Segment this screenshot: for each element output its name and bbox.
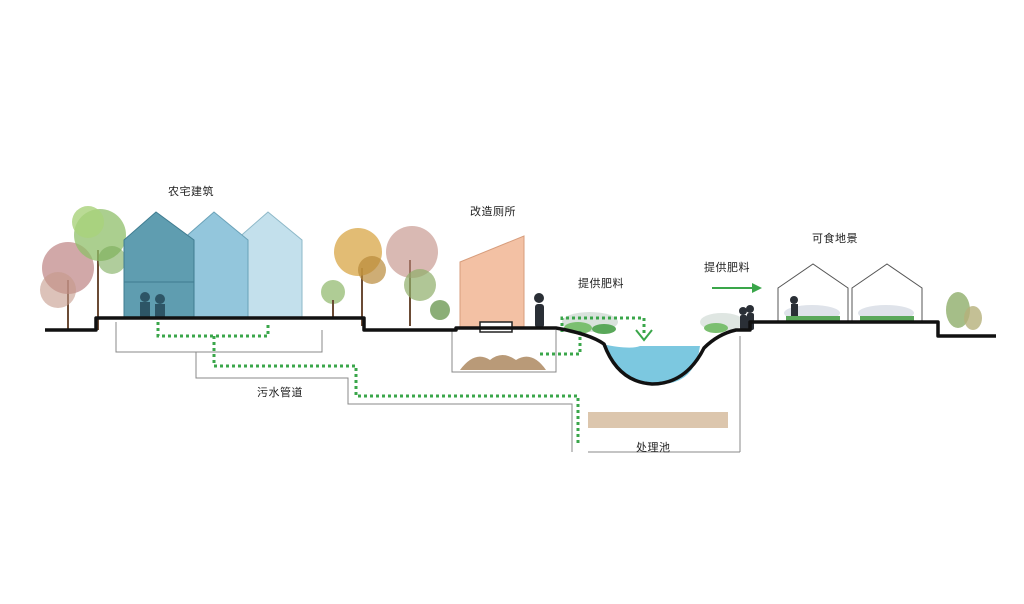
house-dark bbox=[123, 211, 195, 319]
label-treatment-pool: 处理池 bbox=[636, 441, 671, 454]
label-fertilizer-supply-1: 提供肥料 bbox=[578, 277, 624, 290]
tree-right bbox=[946, 292, 982, 330]
label-sewage-pipe: 污水管道 bbox=[257, 386, 303, 399]
tree-group-left bbox=[40, 206, 126, 330]
pond-plants-right bbox=[700, 305, 754, 333]
underground-outlines bbox=[115, 322, 741, 453]
label-renovated-toilet: 改造厕所 bbox=[470, 205, 516, 218]
greenhouse-left bbox=[777, 263, 849, 323]
label-edible-landscape: 可食地景 bbox=[812, 232, 858, 245]
ground-line bbox=[45, 316, 996, 386]
treatment-pool bbox=[588, 412, 728, 428]
pipe-arrow bbox=[635, 329, 653, 342]
renovated-toilet bbox=[459, 235, 525, 333]
compost-pile bbox=[460, 355, 546, 370]
label-farmhouse: 农宅建筑 bbox=[168, 185, 214, 198]
greenhouse-right bbox=[851, 263, 923, 323]
farmhouse-buildings bbox=[123, 211, 303, 319]
tree-group-middle bbox=[321, 226, 450, 326]
sewage-pipe bbox=[156, 316, 646, 444]
fertilizer-arrow bbox=[712, 283, 762, 293]
person-silhouette bbox=[534, 293, 544, 328]
label-fertilizer-supply-2: 提供肥料 bbox=[704, 261, 750, 274]
